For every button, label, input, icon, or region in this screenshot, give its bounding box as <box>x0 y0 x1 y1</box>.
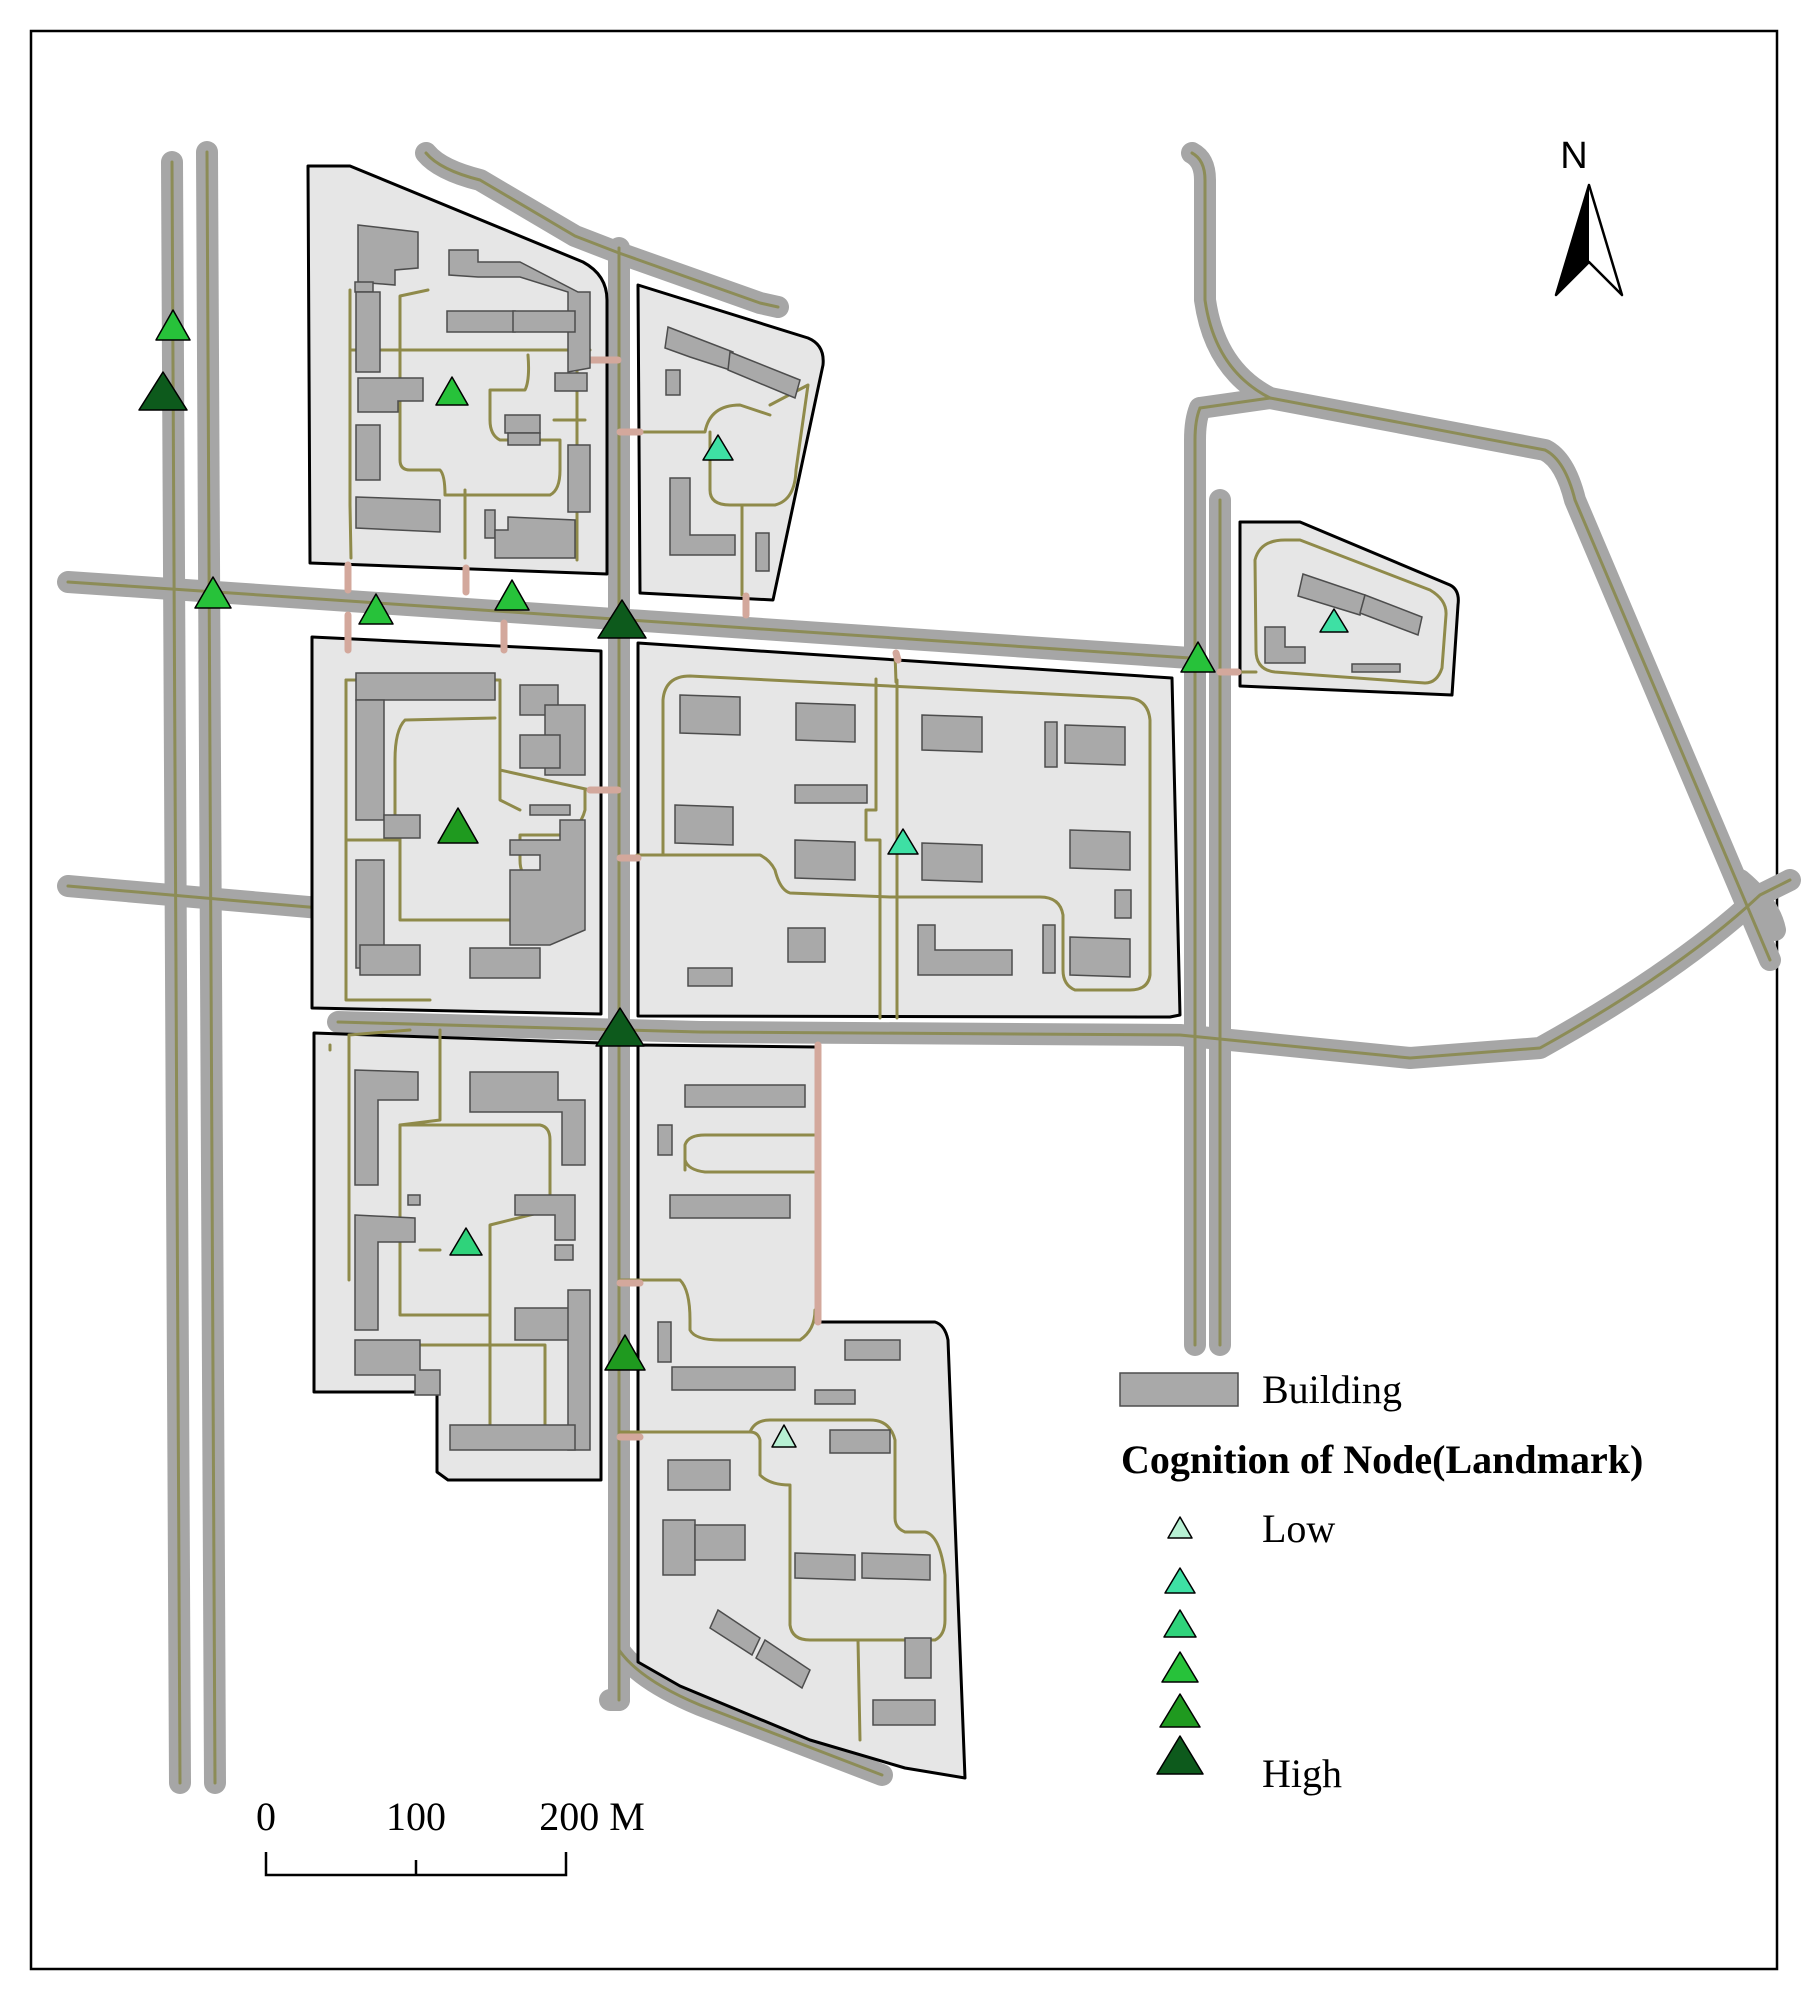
legend-level-1-icon <box>1167 1516 1193 1539</box>
landmark-south-west-block <box>449 1227 483 1256</box>
landmark-south-main-road <box>604 1334 646 1371</box>
legend-level-2-icon <box>1164 1567 1196 1594</box>
landmark-crossing-b <box>494 579 530 611</box>
landmark-south-east-block <box>771 1424 797 1448</box>
legend: Building Cognition of Node(Landmark) Low… <box>1119 1367 1643 1796</box>
north-arrow-label: N <box>1560 135 1587 177</box>
landmark-middle-east-block <box>887 828 919 855</box>
scale-tick-0: 0 <box>256 1794 276 1839</box>
landmark-east-crossing <box>1180 641 1216 673</box>
buildings <box>354 224 1423 1726</box>
legend-building-label: Building <box>1262 1367 1402 1412</box>
scale-tick-100: 100 <box>386 1794 446 1839</box>
connectors <box>344 356 1242 1441</box>
landmark-main-cross-north <box>597 599 647 639</box>
legend-level-6-icon <box>1156 1735 1204 1775</box>
legend-low-label: Low <box>1262 1506 1335 1551</box>
scale-tick-200: 200 M <box>539 1794 645 1839</box>
north-arrow: N <box>1554 135 1624 297</box>
landmark-west-road-north <box>155 309 191 341</box>
landmark-ne-small-block <box>702 434 734 461</box>
scale-bar: 0 100 200 M <box>256 1794 645 1877</box>
landmark-crossing-west <box>194 576 232 609</box>
legend-level-3-icon <box>1163 1609 1197 1638</box>
landmark-far-east-block <box>1319 608 1349 633</box>
internal-paths <box>328 288 1448 1742</box>
landmark-main-cross-south <box>595 1007 645 1047</box>
landmark-crossing-a <box>358 593 394 625</box>
legend-high-label: High <box>1262 1751 1342 1796</box>
legend-level-5-icon <box>1159 1693 1201 1728</box>
legend-building-swatch <box>1119 1372 1239 1407</box>
landmark-nw-block <box>435 376 469 406</box>
landmarks <box>138 309 1349 1448</box>
landmark-west-road-high <box>138 371 188 411</box>
legend-title: Cognition of Node(Landmark) <box>1121 1437 1643 1482</box>
legend-level-4-icon <box>1161 1651 1199 1683</box>
landmark-middle-west-block <box>437 807 479 844</box>
scale-line <box>264 1852 568 1877</box>
block-south-east <box>636 1043 967 1780</box>
